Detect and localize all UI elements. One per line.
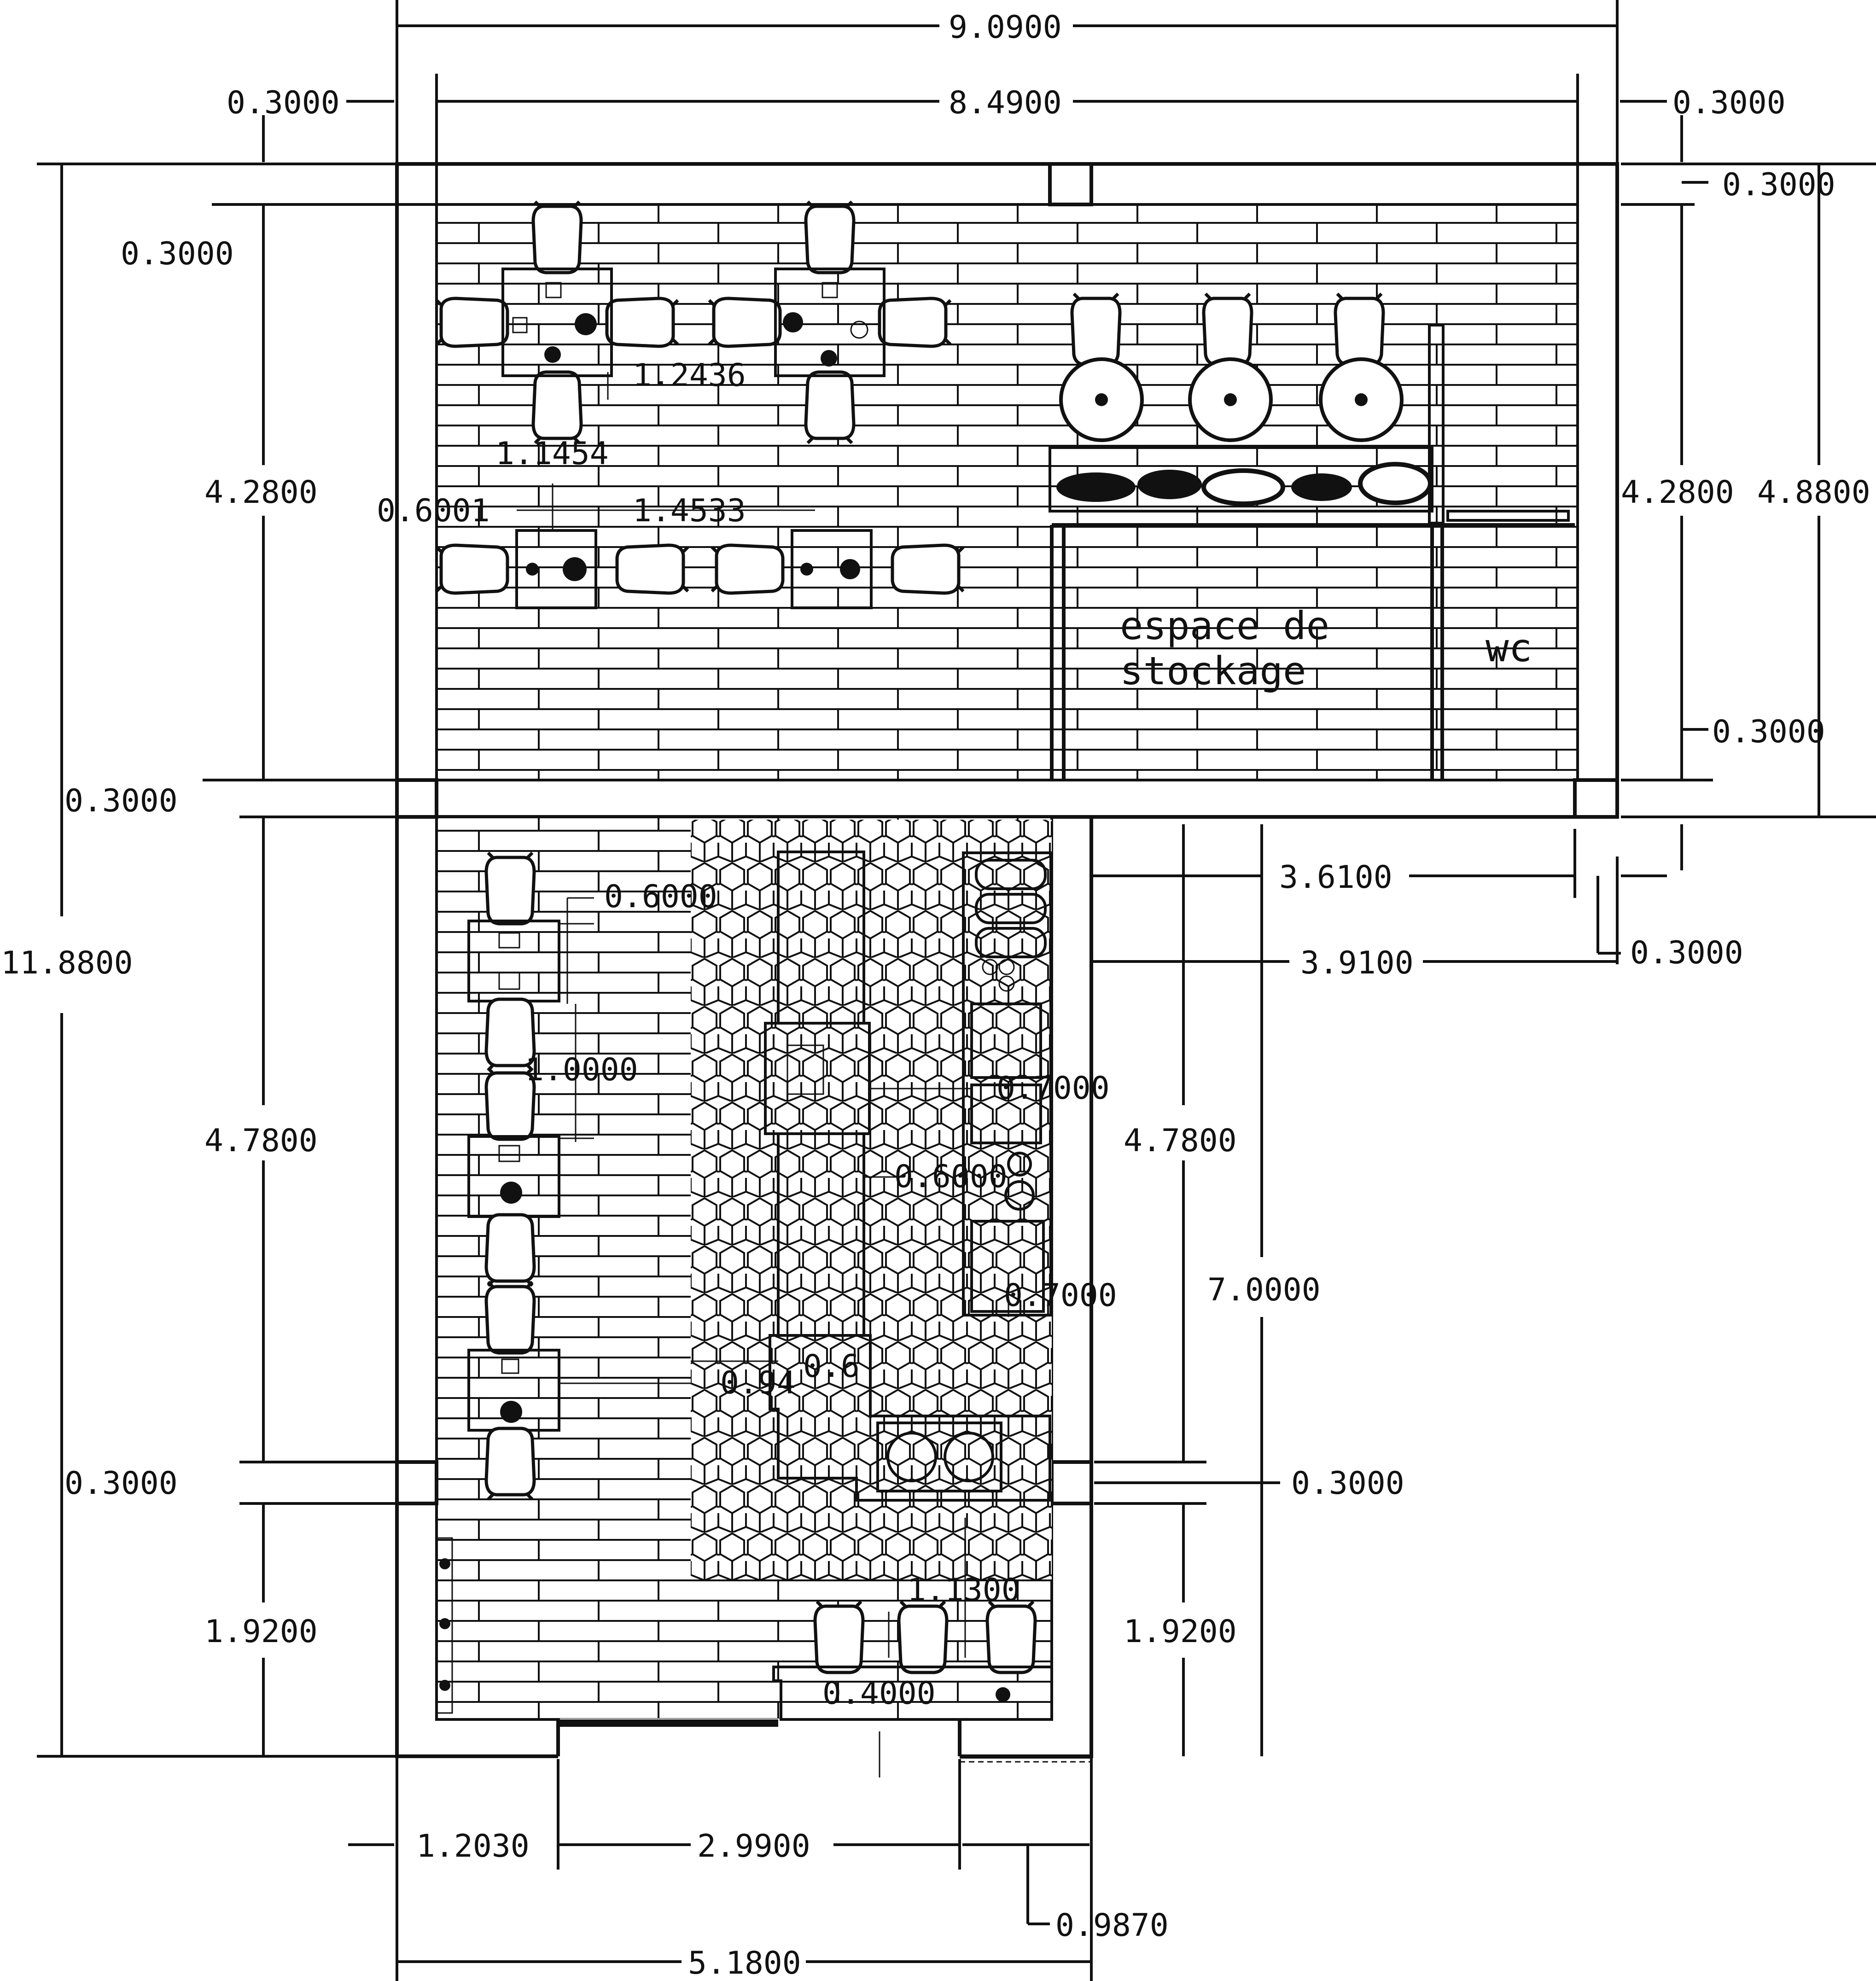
dim-offset-3910: 3.9100 bbox=[1300, 945, 1414, 981]
dim-counter-gap-b: 0.6000 bbox=[894, 1159, 1008, 1195]
dim-top-left-wall: 0.3000 bbox=[227, 85, 340, 121]
dim-island-width: 0.6 bbox=[803, 1348, 860, 1385]
kitchen-island bbox=[764, 851, 1051, 1502]
kitchen-wall-counter bbox=[962, 851, 1052, 1317]
dim-right-mid-wall: 0.3000 bbox=[1712, 714, 1825, 750]
dim-left-low-wall: 0.3000 bbox=[64, 1465, 178, 1502]
lower-bar bbox=[772, 1602, 1053, 1721]
dim-left-mid-wall: 0.3000 bbox=[64, 783, 178, 819]
storage-label-line1: espace de bbox=[1120, 603, 1329, 648]
dim-left-bottom-height: 1.9200 bbox=[204, 1614, 318, 1650]
dim-right-lower-height: 4.7800 bbox=[1124, 1123, 1237, 1159]
dim-counter-gap-c: 0.7000 bbox=[1004, 1277, 1117, 1314]
dimension-lines bbox=[37, 0, 1876, 1981]
dim-right-step-wall: 0.3000 bbox=[1630, 935, 1743, 971]
dim-right-upper-height: 4.2800 bbox=[1621, 474, 1734, 511]
dim-top-total: 9.0900 bbox=[949, 9, 1062, 46]
room-labels: espace de stockage wc bbox=[1120, 603, 1532, 693]
exterior-step bbox=[960, 1756, 1091, 1763]
wc-label: wc bbox=[1486, 625, 1532, 670]
dim-table-gap-c: 0.6001 bbox=[377, 493, 490, 529]
dim-bottom-total: 5.1800 bbox=[688, 1945, 801, 1981]
dim-top-right-wall: 0.3000 bbox=[1672, 85, 1786, 121]
dim-aisle: 0.94 bbox=[720, 1365, 796, 1401]
dim-overall-height: 11.8800 bbox=[1, 945, 133, 981]
wall-fixtures bbox=[436, 1537, 453, 1714]
dim-bench-spacing: 1.0000 bbox=[525, 1052, 638, 1088]
kitchen-tile-floor bbox=[691, 820, 1052, 1579]
storage-label-line2: stockage bbox=[1120, 648, 1306, 693]
dim-bench-gap: 0.6000 bbox=[604, 879, 717, 915]
table-4-seat-right bbox=[709, 202, 950, 443]
dim-right-lower-total: 7.0000 bbox=[1207, 1272, 1321, 1308]
table-4-seat-left bbox=[437, 202, 678, 443]
dim-top-inner: 8.4900 bbox=[949, 85, 1062, 121]
dim-bar-gap: 1.1300 bbox=[907, 1572, 1020, 1608]
lower-left-tables bbox=[467, 853, 560, 1499]
dim-left-upper-height: 4.2800 bbox=[204, 474, 318, 511]
dim-bottom-right: 0.9870 bbox=[1055, 1907, 1169, 1944]
table-2-seat-right bbox=[712, 529, 963, 609]
dim-right-upper-total: 4.8800 bbox=[1757, 474, 1870, 511]
table-2-seat-left bbox=[437, 529, 688, 609]
dim-bottom-left: 1.2030 bbox=[416, 1828, 530, 1864]
dim-left-lower-height: 4.7800 bbox=[204, 1123, 318, 1159]
dim-bar-depth: 0.4000 bbox=[822, 1675, 936, 1712]
dim-left-top-wall: 0.3000 bbox=[121, 236, 234, 272]
dim-right-bottom-height: 1.9200 bbox=[1124, 1614, 1237, 1650]
dim-table-gap-d: 1.4533 bbox=[633, 493, 746, 529]
dim-right-low-wall: 0.3000 bbox=[1291, 1465, 1404, 1502]
dim-offset-3610: 3.6100 bbox=[1279, 859, 1392, 896]
dim-table-gap-a: 1.2436 bbox=[633, 357, 746, 394]
dim-right-top-wall: 0.3000 bbox=[1722, 167, 1835, 203]
dim-table-gap-b: 1.1454 bbox=[495, 436, 609, 472]
dim-bottom-door: 2.9900 bbox=[697, 1828, 810, 1864]
dimension-labels: 9.0900 8.4900 0.3000 0.3000 0.3000 0.300… bbox=[64, 9, 1870, 1981]
dim-counter-gap-a: 0.7000 bbox=[996, 1070, 1110, 1107]
upper-bar-counter bbox=[1049, 294, 1433, 513]
